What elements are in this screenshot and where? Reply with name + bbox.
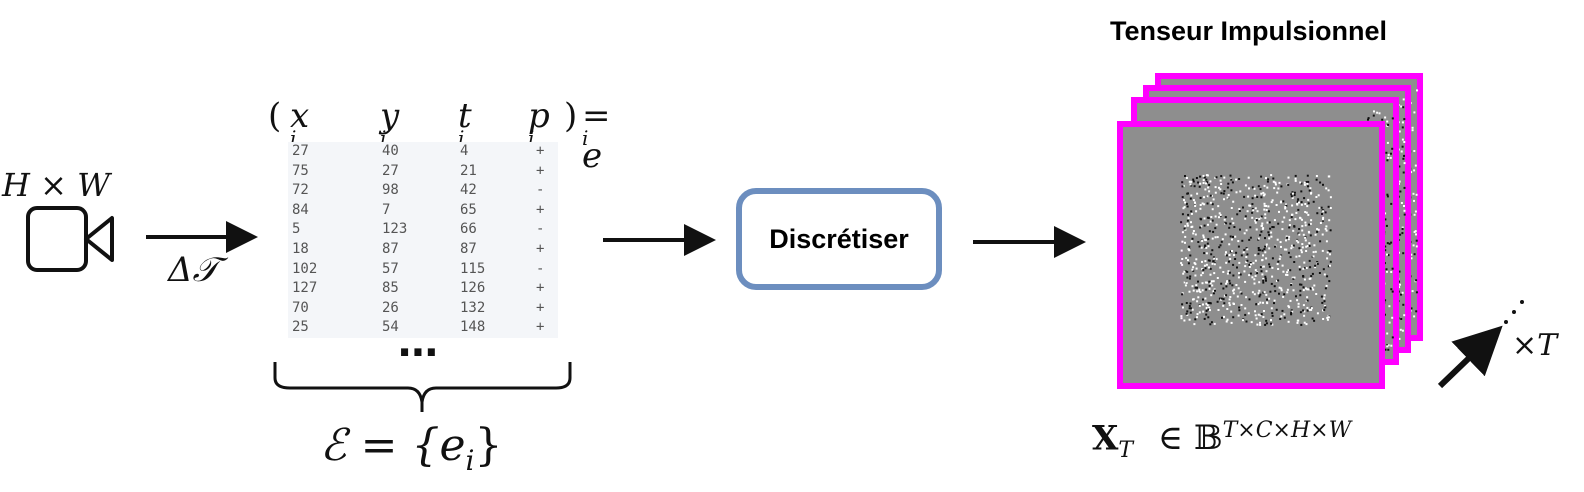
table-cell: - — [536, 221, 545, 238]
event-set-label: ℰ = {ei} — [320, 420, 503, 477]
table-cell: 84 — [292, 201, 309, 218]
table-cell: 87 — [460, 240, 477, 257]
table-cell: 27 — [382, 162, 399, 179]
table-cell: 85 — [382, 280, 399, 297]
table-cell: 4 — [460, 143, 469, 159]
table-cell: 57 — [382, 260, 399, 277]
table-cell: 72 — [292, 182, 309, 199]
time-multiplier-label: ×T — [1512, 328, 1558, 363]
table-cell: 7 — [382, 201, 391, 218]
paren-close: ) — [564, 96, 578, 136]
table-cell: 21 — [460, 162, 477, 179]
table-row: 18 87 87 + — [288, 240, 558, 260]
table-cell: 148 — [460, 319, 486, 336]
table-row: 70 26 132 + — [288, 299, 558, 319]
table-cell: 70 — [292, 299, 309, 316]
table-cell: 25 — [292, 319, 309, 336]
table-cell: 27 — [292, 143, 309, 159]
table-cell: 26 — [382, 299, 399, 316]
tensor-formula: XT ∈ 𝔹T×C×H×W — [1092, 418, 1352, 464]
tensor-frame — [1117, 121, 1385, 389]
table-cell: 98 — [382, 182, 399, 199]
table-cell: 115 — [460, 260, 486, 277]
tensor-title: Tenseur Impulsionnel — [1110, 16, 1388, 46]
table-cell: 66 — [460, 221, 477, 238]
table-cell: + — [536, 319, 545, 336]
table-cell: 42 — [460, 182, 477, 199]
paren-open: ( — [268, 96, 282, 136]
table-cell: 40 — [382, 143, 399, 159]
table-row: 102 57 115 - — [288, 260, 558, 280]
table-cell: 132 — [460, 299, 486, 316]
table-cell: 75 — [292, 162, 309, 179]
table-ellipsis: ⋯ — [398, 330, 444, 376]
table-cell: + — [536, 280, 545, 297]
camera-icon — [26, 206, 114, 272]
table-cell: 18 — [292, 240, 309, 257]
table-cell: 102 — [292, 260, 318, 277]
table-row: 27 40 4 + — [288, 142, 558, 162]
table-cell: 54 — [382, 319, 399, 336]
table-row: 75 27 21 + — [288, 162, 558, 182]
table-cell: + — [536, 162, 545, 179]
table-cell: + — [536, 201, 545, 218]
table-cell: 126 — [460, 280, 486, 297]
discretize-box: Discrétiser — [736, 188, 942, 290]
table-cell: 65 — [460, 201, 477, 218]
tensor-frame-stack — [1117, 73, 1423, 389]
event-table: 27 40 4 +75 27 21 +72 98 42 - 84 7 65 +5 123 66 - 18 87 87 +… — [288, 142, 558, 338]
table-row: 25 54 148 + — [288, 318, 558, 338]
table-row: 5 123 66 - — [288, 220, 558, 240]
table-cell: 5 — [292, 221, 301, 238]
arrow-time-axis — [1437, 325, 1503, 389]
table-row: 84 7 65 + — [288, 201, 558, 221]
table-cell: 87 — [382, 240, 399, 257]
table-cell: - — [536, 182, 545, 199]
table-cell: - — [536, 260, 545, 277]
table-cell: 123 — [382, 221, 408, 238]
camera-dims-label: H × W — [2, 166, 110, 204]
table-cell: 127 — [292, 280, 318, 297]
table-row: 72 98 42 - — [288, 181, 558, 201]
table-cell: + — [536, 143, 545, 159]
delta-tau-label: Δ𝒯 — [168, 250, 219, 290]
table-cell: + — [536, 299, 545, 316]
brace — [273, 362, 572, 412]
table-row: 127 85 126 + — [288, 279, 558, 299]
table-cell: + — [536, 240, 545, 257]
